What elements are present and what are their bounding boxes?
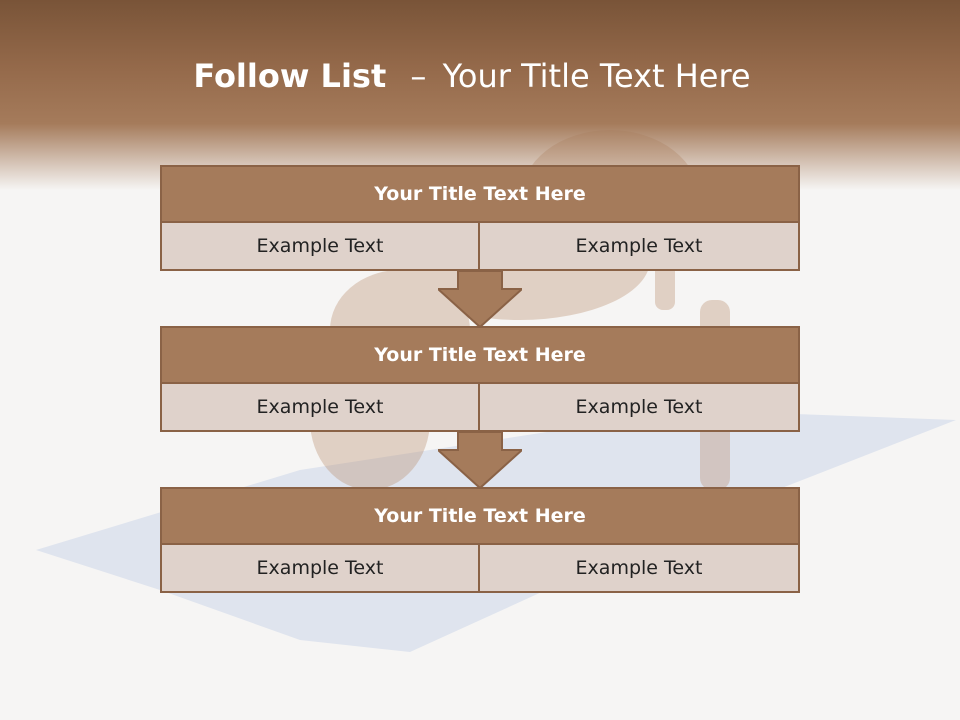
list-block-1: Your Title Text Here Example Text Exampl… [160,165,800,271]
block-cell-left: Example Text [160,384,480,432]
list-block-2: Your Title Text Here Example Text Exampl… [160,326,800,432]
block-cell-right: Example Text [480,384,800,432]
slide-title-rest: Your Title Text Here [442,57,751,95]
block-cell-right: Example Text [480,545,800,593]
block-title: Your Title Text Here [160,487,800,545]
slide-title-bold: Follow List [193,57,387,95]
slide-title: Follow List – Your Title Text Here [0,54,944,98]
block-cell-right: Example Text [480,223,800,271]
down-arrow-icon [438,432,522,490]
down-arrow-icon [438,271,522,329]
slide-title-separator: – [410,57,427,95]
block-title: Your Title Text Here [160,326,800,384]
block-cell-left: Example Text [160,545,480,593]
block-cell-left: Example Text [160,223,480,271]
list-block-3: Your Title Text Here Example Text Exampl… [160,487,800,593]
block-title: Your Title Text Here [160,165,800,223]
header-band [0,0,960,190]
